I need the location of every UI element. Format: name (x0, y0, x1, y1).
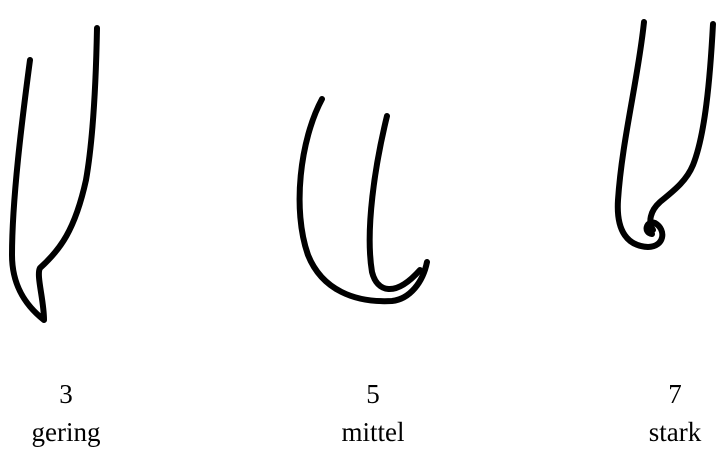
medium-curl-icon (296, 96, 430, 305)
level-label-7: 7 (668, 379, 682, 409)
term-label-stark: stark (648, 417, 702, 447)
level-label-3: 3 (59, 379, 73, 409)
term-label-gering: gering (31, 417, 101, 447)
strong-curl-icon (614, 19, 716, 250)
level-label-5: 5 (366, 379, 380, 409)
slight-curl-icon (9, 25, 100, 323)
term-label-mittel: mittel (341, 417, 405, 447)
